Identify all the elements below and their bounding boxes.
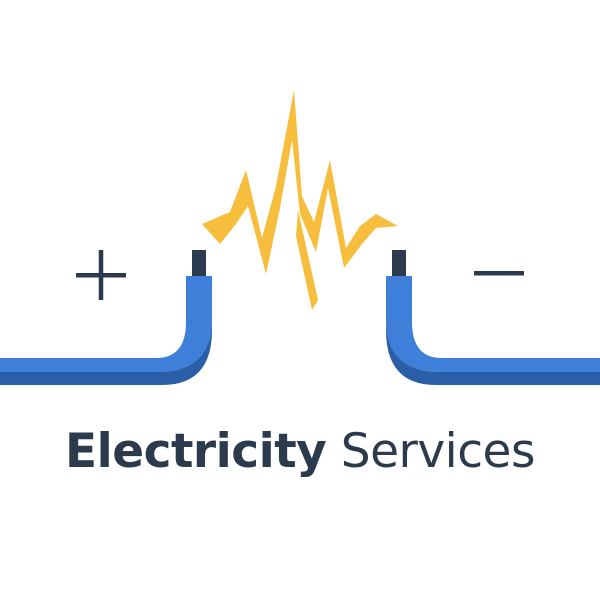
wordmark-regular-part: Services	[340, 424, 536, 479]
left-cable-icon	[0, 250, 212, 385]
right-cable-icon	[386, 250, 600, 385]
plus-sign-icon	[76, 250, 126, 300]
wordmark-bold-part: Electricity	[65, 424, 327, 479]
minus-sign-icon	[474, 271, 524, 276]
electric-spark-icon	[202, 90, 398, 310]
logo-wordmark: Electricity Services	[0, 428, 600, 475]
